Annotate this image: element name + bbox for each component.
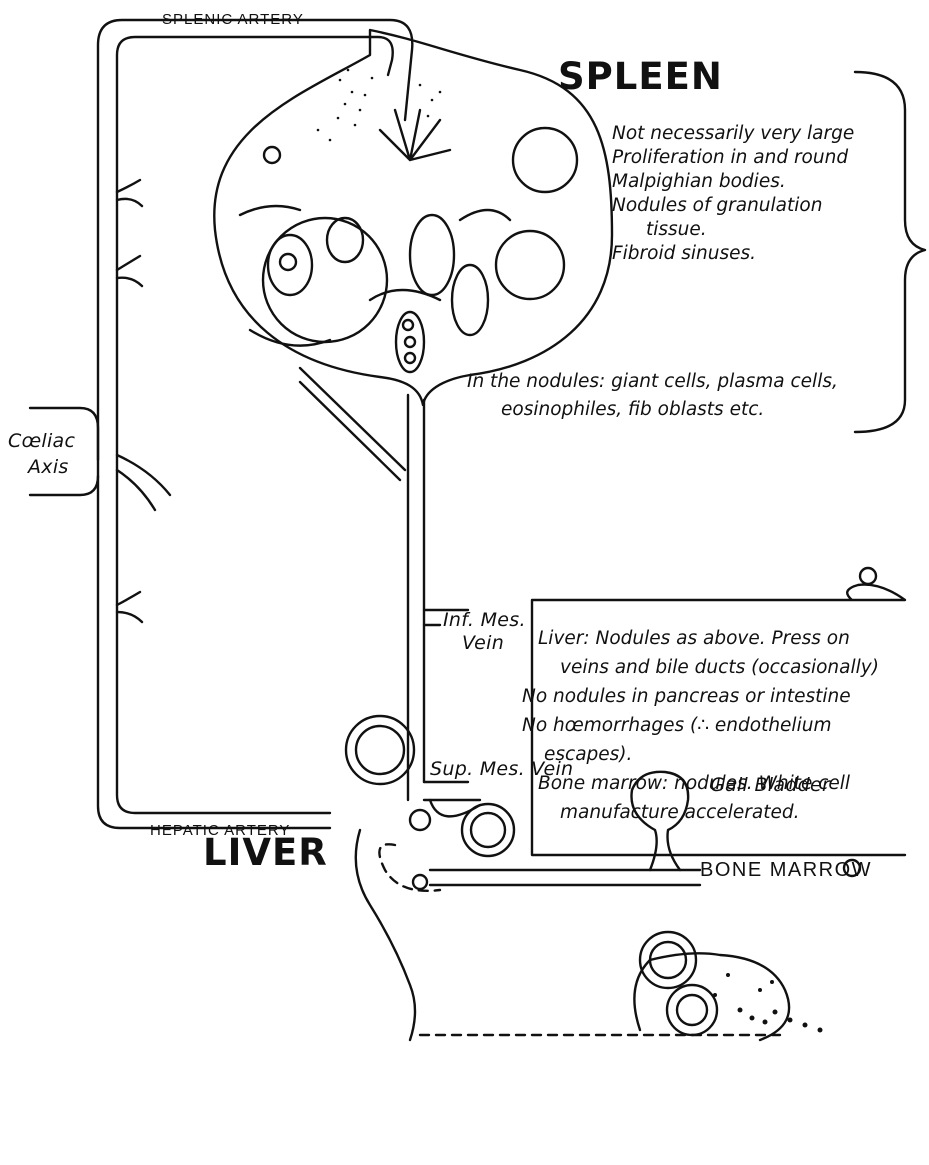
nodule-note: eosinophiles, fib oblasts etc. (467, 398, 838, 422)
scroll-notes: Liver: Nodules as above. Press on veins … (538, 624, 879, 827)
scroll-note: No hœmorrhages (∴ endothelium (522, 711, 879, 740)
artery-branch-2 (117, 256, 142, 286)
scroll-note: escapes). (538, 740, 879, 769)
spleen-note: Nodules of granulation (612, 194, 854, 218)
inf-mes-vein-label-line1: Inf. Mes. (443, 611, 526, 630)
scroll-note: veins and bile ducts (occasionally) (538, 653, 879, 682)
notes-brace (855, 72, 925, 432)
bone-marrow-nodule-2 (667, 985, 717, 1035)
vein-branch (300, 368, 405, 480)
scroll-note: Liver: Nodules as above. Press on (538, 624, 879, 653)
nodule-notes: In the nodules: giant cells, plasma cell… (467, 370, 838, 422)
spleen-note: Fibroid sinuses. (612, 242, 854, 266)
spleen-outline (214, 30, 612, 405)
bone-marrow-stipple (713, 973, 823, 1033)
liver-outline (356, 800, 700, 1040)
scroll-note: No nodules in pancreas or intestine (522, 682, 879, 711)
splenic-artery-label: SPLENIC ARTERY (162, 12, 304, 27)
liver-title: LIVER (203, 834, 328, 871)
spleen-note: Not necessarily very large (612, 122, 854, 146)
coeliac-label-line2: Axis (28, 458, 69, 477)
coeliac-branch (117, 455, 170, 510)
scroll-curl-top (860, 568, 876, 584)
spleen-note: tissue. (612, 218, 854, 242)
bone-marrow-title: BONE MARROW (700, 860, 872, 880)
spleen-nodule-1 (513, 128, 577, 192)
scroll-note: manufacture accelerated. (538, 798, 879, 827)
inf-mes-vein-label-line2: Vein (462, 634, 504, 653)
spleen-note: Malpighian bodies. (612, 170, 854, 194)
artery-branch-3 (117, 592, 142, 622)
spleen-nodule-2 (496, 231, 564, 299)
nodule-note: In the nodules: giant cells, plasma cell… (467, 370, 838, 394)
coeliac-label-line1: Cœliac (8, 432, 75, 451)
spleen-note: Proliferation in and round (612, 146, 854, 170)
sup-mes-vein (424, 782, 480, 800)
artery-branch-1 (117, 180, 142, 206)
spleen-notes: Not necessarily very large Proliferation… (612, 122, 854, 266)
spleen-title: SPLEEN (558, 58, 723, 95)
scroll-note: Bone marrow: nodules. White cell (538, 769, 879, 798)
splenic-hepatic-artery-outer (98, 20, 412, 828)
splenic-hepatic-artery-inner (117, 37, 393, 813)
